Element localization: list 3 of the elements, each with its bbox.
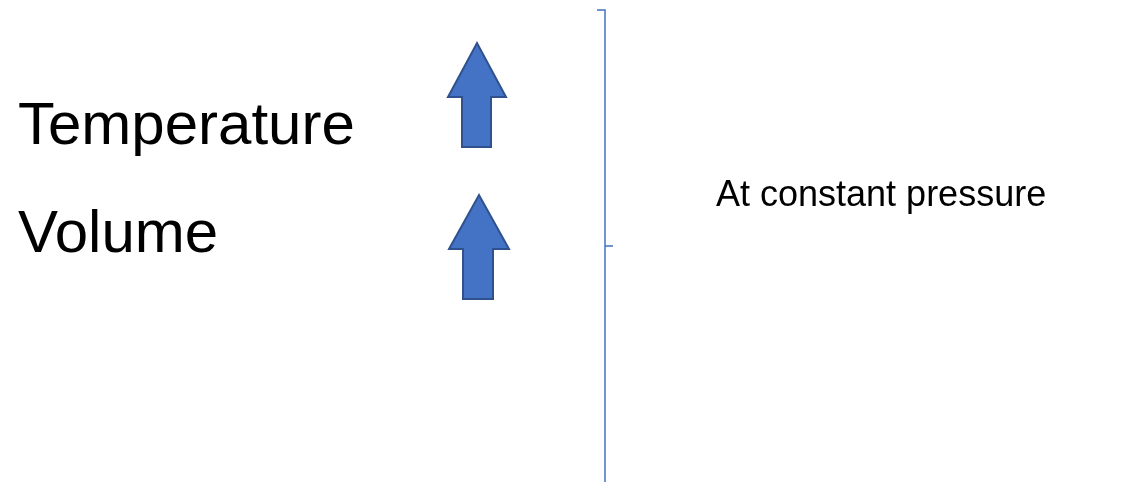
label-text: Temperature	[18, 94, 355, 154]
label-text: At constant pressure	[716, 176, 1047, 212]
label-text: Volume	[18, 202, 219, 262]
